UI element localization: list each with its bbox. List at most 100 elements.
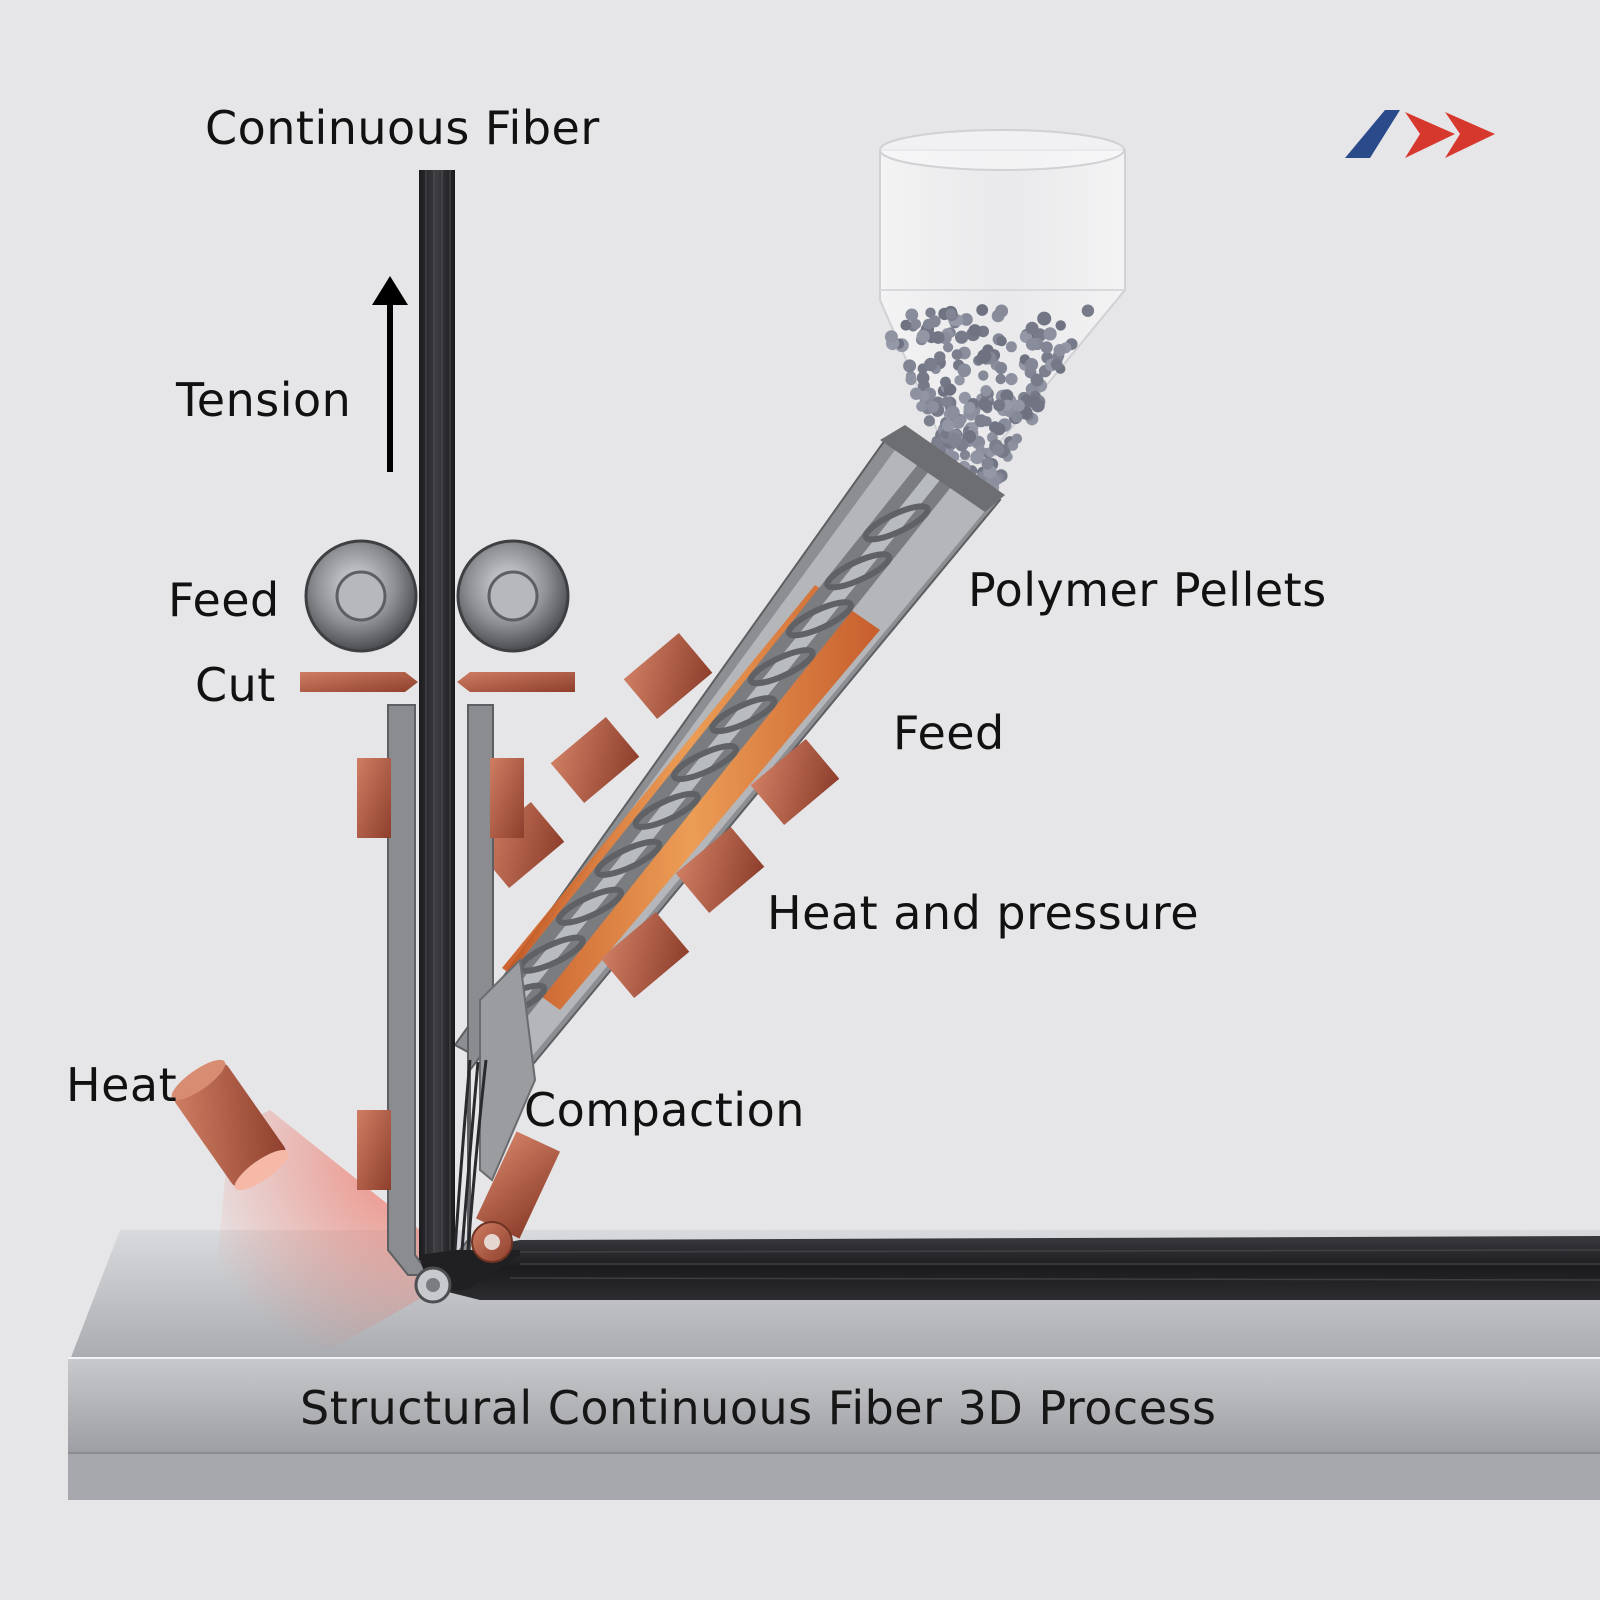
screw-flight: [555, 886, 625, 926]
cutter-blades: [300, 672, 575, 692]
pellet: [1025, 321, 1039, 335]
label-continuous-fiber: Continuous Fiber: [205, 101, 600, 155]
pellet: [905, 374, 917, 386]
compaction-roller: [471, 1131, 561, 1263]
pellet: [1011, 433, 1023, 444]
pellet: [1005, 341, 1017, 353]
pellet: [993, 399, 1006, 412]
pellet: [941, 396, 953, 408]
pellet: [963, 401, 976, 414]
pellet: [1040, 341, 1053, 354]
pellet: [910, 387, 923, 400]
pellet: [923, 415, 936, 427]
deposited-fiber-tape: [440, 1236, 1600, 1300]
pellet: [957, 363, 972, 378]
pellet: [968, 324, 982, 338]
pellet: [1025, 337, 1039, 351]
pellet: [981, 457, 994, 470]
pellet: [995, 373, 1006, 385]
pellet: [927, 401, 939, 413]
pellet: [1050, 358, 1063, 371]
pellet: [955, 330, 969, 344]
pellet: [916, 401, 927, 412]
label-tension: Tension: [176, 373, 352, 427]
label-feed-screw: Feed: [893, 706, 1005, 760]
pellet: [1000, 389, 1014, 403]
label-process-title: Structural Continuous Fiber 3D Process: [300, 1381, 1217, 1435]
nozzle-tip-roller: [414, 1266, 452, 1304]
label-cut: Cut: [195, 658, 276, 712]
pellet: [1043, 327, 1057, 341]
pellet: [931, 331, 945, 344]
extruder-barrel: [453, 425, 1005, 1082]
screw-flight: [670, 742, 740, 783]
pellet: [934, 351, 946, 363]
pellet: [970, 450, 984, 465]
pellet: [922, 318, 934, 330]
pellet: [976, 304, 989, 316]
continuous-fiber-strand: [419, 170, 520, 1291]
pellet: [1025, 358, 1039, 372]
pellet: [958, 391, 972, 404]
arrow-up-icon: [372, 276, 408, 472]
pellet: [1011, 411, 1023, 423]
pellet: [1081, 304, 1095, 317]
label-heat: Heat: [66, 1058, 178, 1112]
heat-emitter: [171, 1059, 289, 1191]
pellet: [1005, 373, 1018, 386]
pellet: [941, 419, 955, 432]
label-compaction: Compaction: [524, 1083, 805, 1137]
pellet: [995, 304, 1009, 318]
pellet: [1053, 344, 1067, 357]
screw-flight: [862, 503, 931, 543]
pellet: [943, 342, 954, 353]
pellet: [910, 318, 922, 330]
pellet: [900, 319, 912, 331]
screw-flight: [594, 838, 663, 878]
pellet: [916, 329, 930, 343]
screw-flights: [479, 503, 931, 1022]
pellet: [1027, 395, 1040, 409]
screw-flight: [709, 695, 778, 735]
barrel-heater-bands: [475, 632, 840, 999]
pellet: [916, 371, 930, 385]
label-feed-rollers: Feed: [168, 573, 280, 627]
pellet: [1012, 399, 1025, 412]
screw-flight: [632, 790, 701, 830]
label-polymer-pellets: Polymer Pellets: [968, 563, 1327, 617]
chevron-arrows-logo: [1345, 110, 1495, 158]
pellet: [974, 414, 988, 428]
pellet: [946, 405, 960, 420]
head-heater-blocks: [357, 758, 524, 1190]
pellet: [925, 307, 936, 318]
pellet: [951, 349, 963, 360]
pellet: [905, 308, 919, 322]
pellet: [978, 397, 991, 411]
pellet: [945, 308, 957, 320]
pellet: [924, 357, 938, 372]
screw-flight: [785, 599, 855, 639]
pellet: [951, 415, 965, 429]
pellet: [947, 433, 962, 447]
pellet: [1030, 373, 1044, 387]
pellet: [1055, 320, 1066, 331]
pellet: [992, 444, 1005, 456]
pellet: [977, 349, 992, 364]
pellet: [978, 370, 989, 381]
screw-flight: [824, 551, 893, 591]
pellet: [943, 383, 956, 396]
pellet: [1037, 311, 1052, 326]
pellet: [980, 385, 992, 397]
print-head: [387, 704, 537, 1276]
label-heat-and-pressure: Heat and pressure: [767, 886, 1200, 940]
merging-strands: [453, 1059, 488, 1251]
feed-rollers: [304, 539, 570, 653]
pellet: [903, 359, 917, 373]
pellet: [954, 375, 965, 386]
pellet: [1001, 399, 1013, 411]
pellet: [993, 422, 1006, 436]
pellet: [959, 449, 971, 461]
pellet: [960, 313, 973, 326]
screw-flight: [747, 647, 816, 687]
